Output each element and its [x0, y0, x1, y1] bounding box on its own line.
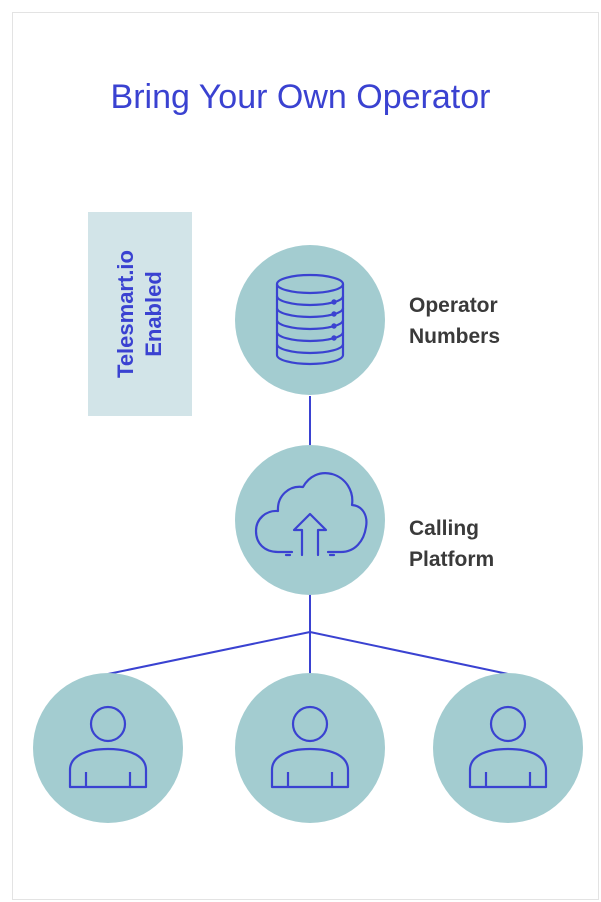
connector-right-user — [309, 631, 509, 675]
operator-numbers-label-line-2: Numbers — [409, 325, 501, 348]
user-icon — [270, 705, 350, 789]
calling-platform-node — [235, 445, 385, 595]
operator-numbers-label-line-1: Operator — [409, 294, 498, 317]
page-title: Bring Your Own Operator — [110, 78, 491, 116]
user-node-2 — [235, 673, 385, 823]
connector-lines — [107, 396, 509, 675]
database-icon — [275, 273, 345, 366]
calling-platform-label-line-2: Platform — [409, 548, 495, 571]
operator-numbers-label: Operator Numbers — [409, 290, 500, 352]
user-icon — [68, 705, 148, 789]
enabled-badge — [88, 212, 192, 416]
calling-platform-label-line-1: Calling — [409, 517, 480, 540]
calling-platform-label: Calling Platform — [409, 513, 494, 575]
user-node-3 — [433, 673, 583, 823]
cloud-upload-icon — [254, 472, 368, 557]
user-icon — [468, 705, 548, 789]
connector-left-user — [107, 631, 311, 675]
user-node-1 — [33, 673, 183, 823]
operator-numbers-node — [235, 245, 385, 395]
